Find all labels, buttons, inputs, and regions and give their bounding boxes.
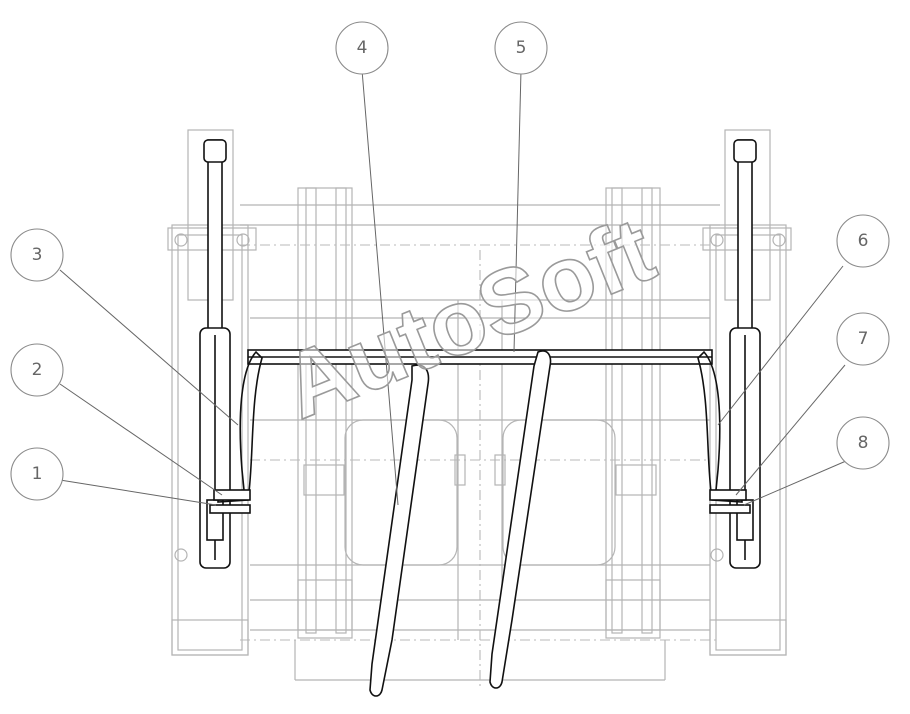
callout-3: 3 [10, 228, 64, 282]
background-frame [167, 129, 792, 690]
callout-8: 8 [836, 416, 890, 470]
svg-text:6: 6 [858, 231, 869, 251]
svg-text:1: 1 [32, 464, 43, 484]
tine-right [489, 350, 552, 689]
tine-left [369, 364, 430, 697]
svg-text:5: 5 [516, 38, 527, 58]
left-cylinder [199, 139, 231, 569]
leader-lines [59, 69, 847, 506]
svg-text:2: 2 [32, 360, 43, 380]
left-hook [209, 350, 263, 514]
svg-text:7: 7 [858, 329, 869, 349]
right-hook [697, 350, 751, 514]
svg-text:8: 8 [858, 433, 869, 453]
callout-6: 6 [836, 214, 890, 268]
svg-text:4: 4 [357, 38, 368, 58]
callout-7: 7 [836, 312, 890, 366]
cross-bar [247, 349, 713, 365]
callout-2: 2 [10, 343, 64, 397]
callout-5: 5 [494, 21, 548, 75]
callout-1: 1 [10, 447, 64, 501]
callout-4: 4 [335, 21, 389, 75]
right-cylinder [729, 139, 761, 569]
svg-text:3: 3 [32, 245, 43, 265]
